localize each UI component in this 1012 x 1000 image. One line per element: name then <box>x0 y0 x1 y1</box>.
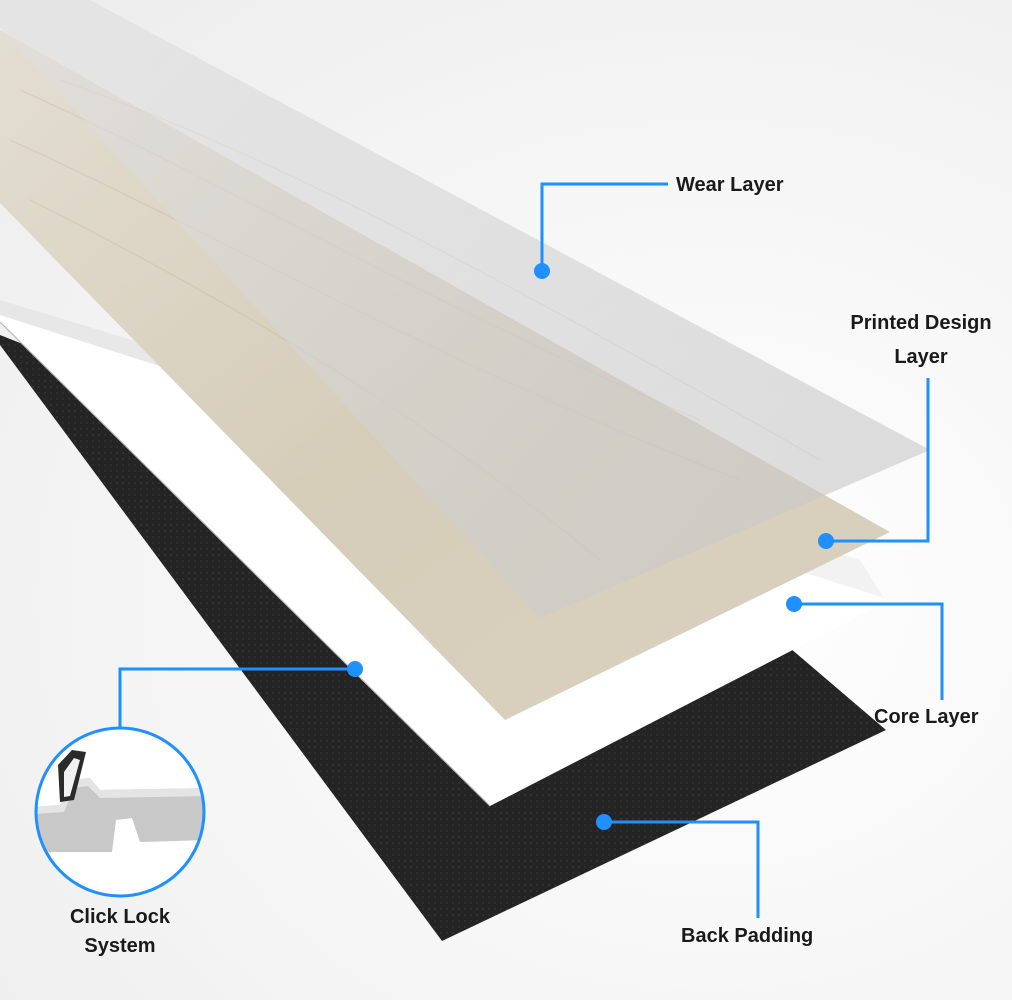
core-layer-label: Core Layer <box>874 706 979 728</box>
callout-dot-back <box>596 814 612 830</box>
wear-layer <box>0 0 930 618</box>
click-lock-inset <box>34 726 206 898</box>
callout-dot-click <box>347 661 363 677</box>
callout-dot-printed <box>818 533 834 549</box>
printed-design-label-line1: Printed Design <box>850 312 992 334</box>
printed-design-label-line2: Layer <box>894 346 948 368</box>
callout-line-click <box>118 667 355 727</box>
callout-line-wear <box>540 182 668 271</box>
callout-lines <box>118 182 944 918</box>
callout-line-printed <box>826 378 930 543</box>
callout-line-back <box>604 820 760 918</box>
back-padding-label: Back Padding <box>681 925 814 947</box>
wear-layer-label: Wear Layer <box>676 174 784 196</box>
click-lock-label: Click Lock System <box>40 903 200 961</box>
printed-design-layer-label: Printed Design Layer <box>830 306 1012 374</box>
callout-line-core <box>794 602 944 700</box>
callout-dot-core <box>786 596 802 612</box>
click-lock-label-line2: System <box>84 935 156 957</box>
click-lock-label-line1: Click Lock <box>69 906 171 928</box>
callout-dot-wear <box>534 263 550 279</box>
core-edge-line <box>0 321 491 807</box>
